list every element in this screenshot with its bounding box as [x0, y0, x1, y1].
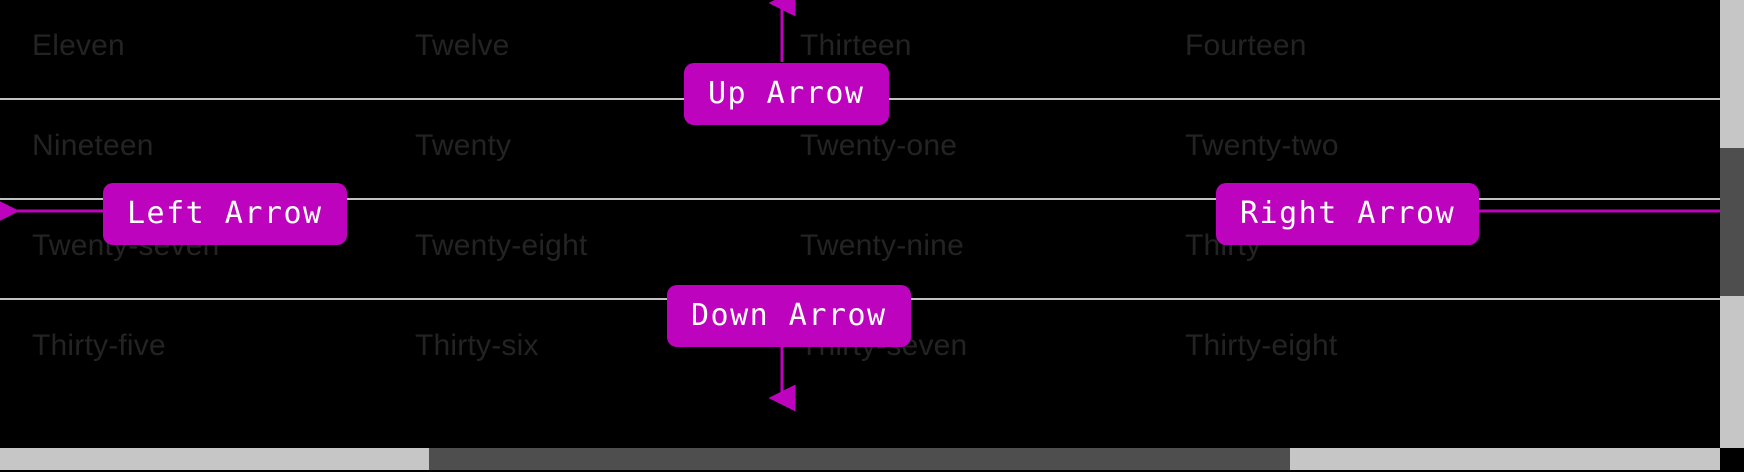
grid-cell: Twenty-seven	[32, 229, 220, 262]
scrollbar-corner	[1720, 448, 1744, 470]
grid-cell: Twenty-nine	[800, 229, 964, 262]
grid-cell: Twenty-one	[800, 129, 958, 162]
word-grid: Eleven Twelve Thirteen Fourteen Nineteen…	[0, 0, 1720, 400]
horizontal-scrollbar-thumb[interactable]	[429, 448, 1290, 470]
grid-cell: Twenty-eight	[415, 229, 588, 262]
grid-cell: Eleven	[32, 29, 125, 62]
grid-cell: Twenty-two	[1185, 129, 1339, 162]
grid-cell: Thirty-eight	[1185, 329, 1338, 362]
table-row: Thirty-five Thirty-six Thirty-seven Thir…	[0, 300, 1720, 400]
table-row: Nineteen Twenty Twenty-one Twenty-two	[0, 100, 1720, 200]
table-row: Twenty-seven Twenty-eight Twenty-nine Th…	[0, 200, 1720, 300]
vertical-scrollbar-thumb[interactable]	[1720, 148, 1744, 296]
table-row: Eleven Twelve Thirteen Fourteen	[0, 0, 1720, 100]
grid-cell: Fourteen	[1185, 29, 1307, 62]
grid-cell: Thirty-seven	[800, 329, 968, 362]
grid-cell: Thirty	[1185, 229, 1262, 262]
vertical-scrollbar-track[interactable]	[1720, 0, 1744, 448]
grid-cell: Twenty	[415, 129, 512, 162]
grid-cell: Thirty-six	[415, 329, 539, 362]
grid-cell: Thirteen	[800, 29, 912, 62]
scroll-viewport[interactable]: Eleven Twelve Thirteen Fourteen Nineteen…	[0, 0, 1720, 448]
horizontal-scrollbar-track[interactable]	[0, 448, 1720, 470]
grid-cell: Thirty-five	[32, 329, 166, 362]
grid-cell: Twelve	[415, 29, 510, 62]
grid-cell: Nineteen	[32, 129, 154, 162]
